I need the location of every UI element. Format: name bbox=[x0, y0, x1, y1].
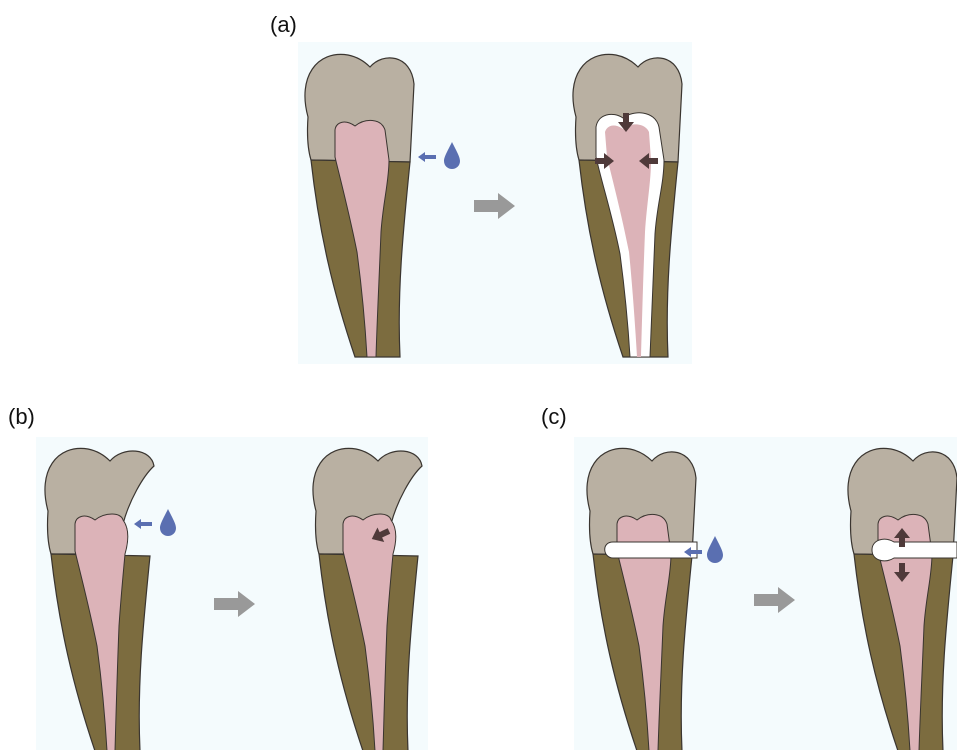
small-arrow-icon bbox=[134, 519, 152, 529]
water-drop-icon bbox=[160, 509, 176, 536]
right-arrow-icon bbox=[214, 591, 255, 617]
dentin-channel-bulged bbox=[872, 539, 957, 561]
water-drop-icon bbox=[444, 142, 460, 169]
tooth-b-before bbox=[45, 448, 154, 750]
small-arrow-icon bbox=[418, 152, 436, 162]
tooth-a-before bbox=[305, 54, 414, 357]
water-drop-icon bbox=[707, 536, 723, 563]
dentin-channel bbox=[605, 542, 697, 558]
right-arrow-icon bbox=[754, 587, 795, 613]
tooth-b-after bbox=[313, 448, 422, 750]
tooth-c-before bbox=[587, 448, 697, 750]
right-arrow-icon bbox=[474, 193, 515, 219]
tooth-c-after bbox=[848, 448, 957, 750]
tooth-a-after bbox=[573, 54, 682, 357]
